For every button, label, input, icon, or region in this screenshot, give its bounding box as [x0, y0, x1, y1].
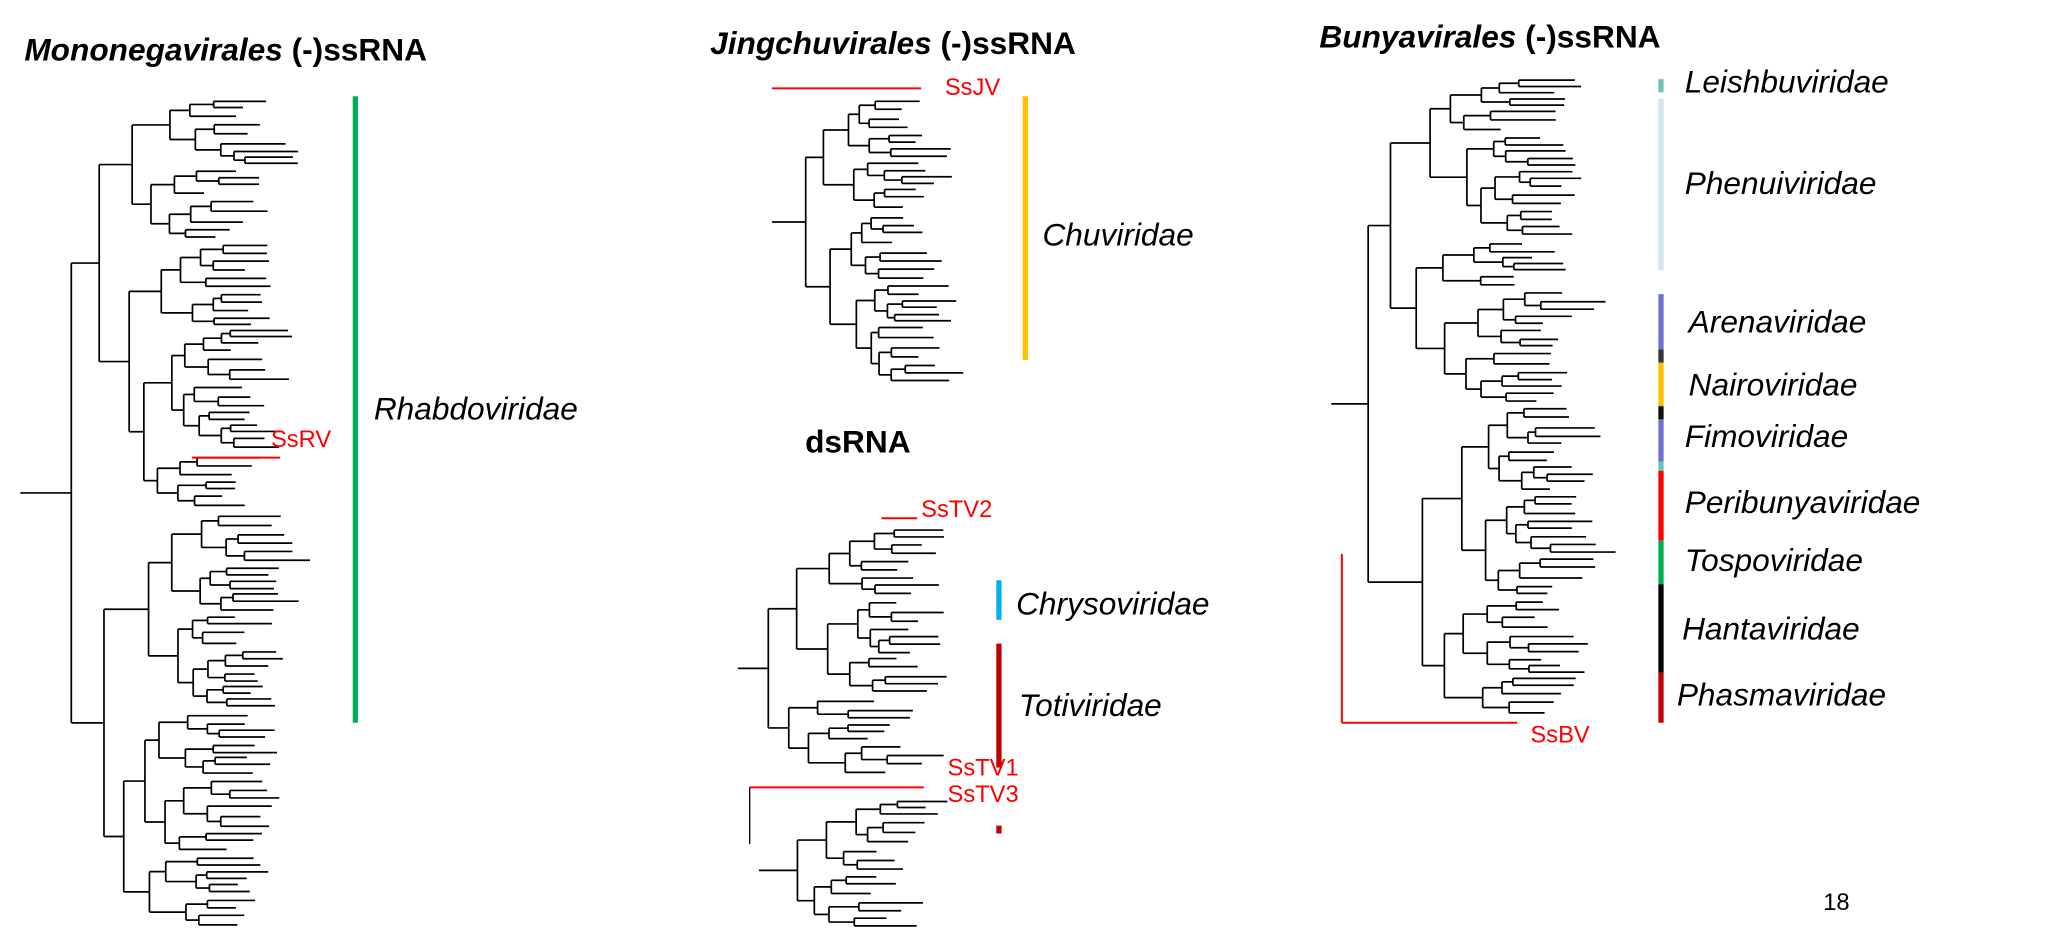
ssjv-label: SsJV	[945, 75, 1001, 101]
peribunyaviridae-label: Peribunyaviridae	[1685, 484, 1921, 520]
separator-bar	[1658, 349, 1664, 363]
hantaviridae-bar	[1658, 584, 1664, 673]
dsrna-title: dsRNA	[805, 423, 911, 459]
fimoviridae-label: Fimoviridae	[1685, 418, 1849, 454]
chrysoviridae-label: Chrysoviridae	[1016, 586, 1209, 622]
arenaviridae-bar	[1658, 294, 1664, 350]
chuviridae-label: Chuviridae	[1042, 216, 1193, 252]
rhabdoviridae-label: Rhabdoviridae	[374, 390, 578, 426]
separator-bar	[1658, 406, 1664, 420]
mononegavirales-title: Mononegavirales (-)ssRNA	[24, 32, 427, 68]
leishbuviridae-label: Leishbuviridae	[1685, 63, 1889, 99]
arenaviridae-label: Arenaviridae	[1687, 303, 1867, 339]
bunyavirales-title: Bunyavirales (-)ssRNA	[1319, 18, 1660, 54]
sstv3-label: SsTV3	[948, 782, 1019, 808]
separator-bar	[1658, 461, 1664, 471]
tospoviridae-bar	[1658, 540, 1664, 585]
hantaviridae-label: Hantaviridae	[1682, 611, 1860, 647]
tospoviridae-label: Tospoviridae	[1685, 542, 1863, 578]
fimoviridae-bar	[1658, 419, 1664, 462]
phenuiviridae-bar	[1658, 98, 1664, 271]
totiviridae-bar-small	[996, 825, 1002, 834]
phasmaviridae-bar	[1658, 672, 1664, 723]
ssbv-label: SsBV	[1530, 722, 1589, 748]
leishbuviridae-bar	[1658, 79, 1664, 93]
phylogenetic-trees	[20, 79, 1616, 927]
chrysoviridae-bar	[996, 580, 1002, 620]
bunyavirales-family-bars	[1658, 79, 1664, 723]
sstv2-label: SsTV2	[921, 497, 992, 523]
nairoviridae-label: Nairoviridae	[1689, 367, 1858, 403]
peribunyaviridae-bar	[1658, 470, 1664, 541]
jingchuvirales-title: Jingchuvirales (-)ssRNA	[710, 25, 1076, 61]
phasmaviridae-label: Phasmaviridae	[1677, 677, 1886, 713]
chuviridae-bar	[1022, 96, 1028, 361]
page-number: 18	[1823, 890, 1849, 916]
totiviridae-bar	[996, 643, 1002, 768]
ssrv-label: SsRV	[271, 427, 331, 453]
nairoviridae-bar	[1658, 362, 1664, 407]
phenuiviridae-label: Phenuiviridae	[1685, 165, 1877, 201]
sstv1-label: SsTV1	[948, 755, 1019, 781]
totiviridae-label: Totiviridae	[1019, 687, 1162, 723]
rhabdoviridae-bar	[352, 96, 358, 723]
